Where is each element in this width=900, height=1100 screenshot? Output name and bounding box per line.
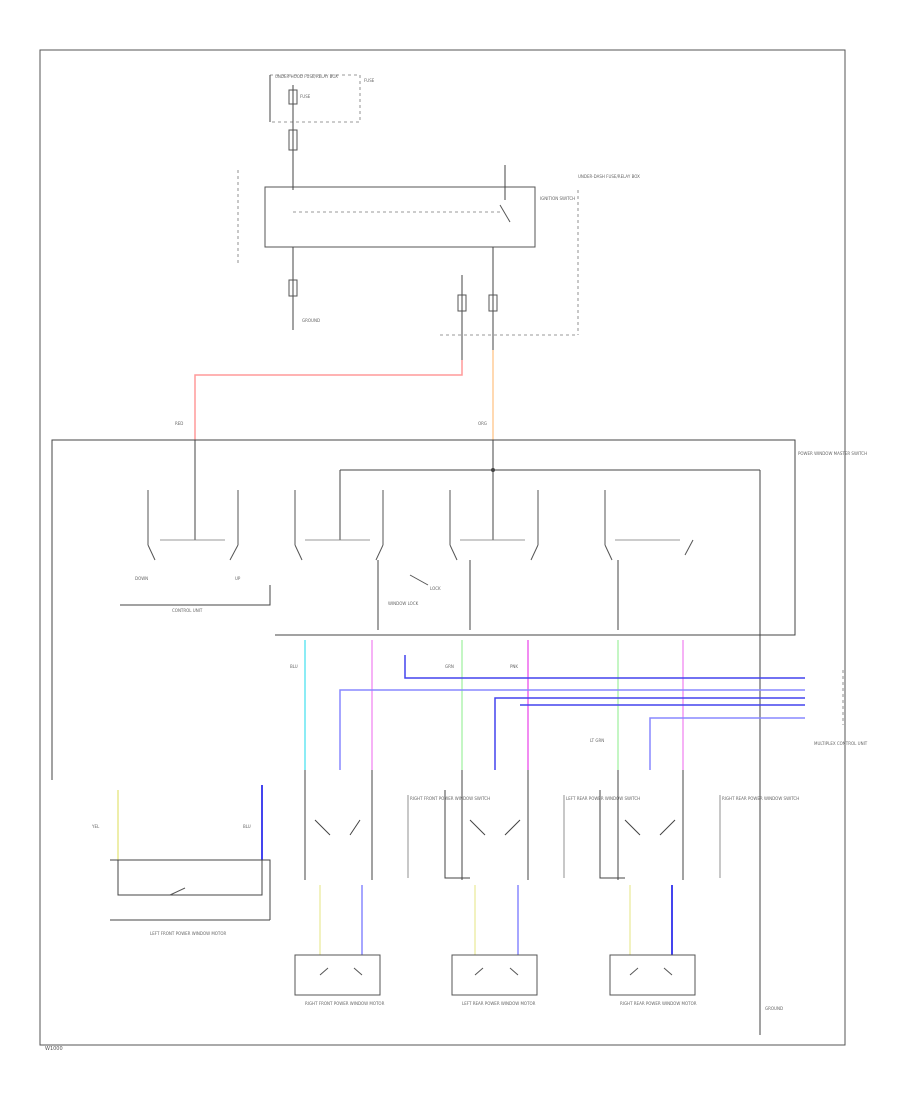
- right-rear-motor: RIGHT REAR POWER WINDOW MOTOR: [609, 885, 697, 1006]
- switch-group-rr: [604, 490, 694, 630]
- lock-label: LOCK: [430, 586, 441, 591]
- left-rear-motor: LEFT REAR POWER WINDOW MOTOR: [451, 885, 538, 1006]
- window-lock-label: WINDOW LOCK: [388, 601, 419, 606]
- orange-wire-label: ORG: [478, 421, 487, 426]
- ground-bottom-label: GROUND: [765, 1006, 783, 1011]
- master-switch-label: POWER WINDOW MASTER SWITCH: [798, 451, 867, 456]
- diagram-id: W1000: [45, 1046, 63, 1052]
- wire-label-ltgrn: LT GRN: [590, 738, 604, 743]
- power-window-master-switch: POWER WINDOW MASTER SWITCH: [51, 439, 867, 1000]
- right-rear-switch: RIGHT REAR POWER WINDOW SWITCH: [599, 770, 799, 880]
- relay-box-label: UNDER-DASH FUSE/RELAY BOX: [578, 174, 640, 179]
- blue-wire-3: [494, 697, 805, 770]
- right-rear-motor-label: RIGHT REAR POWER WINDOW MOTOR: [620, 1001, 697, 1006]
- ignition-switch-box: IGNITION SWITCH UNDER-DASH FUSE/RELAY BO…: [237, 160, 640, 336]
- ignition-switch-label: IGNITION SWITCH: [540, 196, 575, 201]
- ground-left: GROUND: [288, 247, 320, 330]
- switch-group-rf: WINDOW LOCK LOCK: [294, 490, 441, 630]
- left-front-motor-label: LEFT FRONT POWER WINDOW MOTOR: [150, 931, 227, 936]
- left-rear-switch: LEFT REAR POWER WINDOW SWITCH: [444, 770, 640, 880]
- right-front-switch: RIGHT FRONT POWER WINDOW SWITCH: [304, 770, 490, 880]
- blue-wire-4: [649, 717, 805, 770]
- down-label-1: DOWN: [135, 576, 148, 581]
- switch-group-driver: DOWN UP CONTROL UNIT: [120, 490, 271, 613]
- left-rear-motor-label: LEFT REAR POWER WINDOW MOTOR: [462, 1001, 536, 1006]
- right-front-motor: RIGHT FRONT POWER WINDOW MOTOR: [294, 885, 385, 1006]
- under-hood-fuse-box: UNDER-HOOD FUSE/RELAY BOX FUSE FUSE: [269, 74, 375, 160]
- control-unit-label: CONTROL UNIT: [172, 608, 203, 613]
- wire-label-blu-2: BLU: [243, 824, 251, 829]
- wire-label-blu: BLU: [290, 664, 298, 669]
- fuse-label: FUSE: [300, 94, 311, 99]
- switch-group-lr: [449, 490, 539, 630]
- multiplex-control-unit: MULTIPLEX CONTROL UNIT: [814, 670, 868, 746]
- red-wire: [194, 360, 463, 440]
- left-rear-switch-label: LEFT REAR POWER WINDOW SWITCH: [566, 796, 640, 801]
- diagram-frame: [39, 49, 846, 1046]
- red-wire-label: RED: [175, 421, 183, 426]
- up-label-1: UP: [235, 576, 241, 581]
- right-front-switch-label: RIGHT FRONT POWER WINDOW SWITCH: [410, 796, 490, 801]
- fuse-box-label: UNDER-HOOD FUSE/RELAY BOX: [275, 74, 338, 79]
- right-rear-switch-label: RIGHT REAR POWER WINDOW SWITCH: [722, 796, 799, 801]
- fuse-box-note: FUSE: [364, 78, 375, 83]
- wire-label-grn: GRN: [445, 664, 454, 669]
- multiplex-label: MULTIPLEX CONTROL UNIT: [814, 741, 868, 746]
- wire-label-pnk: PNK: [510, 664, 518, 669]
- fuse-feed: [457, 247, 498, 360]
- blue-wire-1: [404, 655, 805, 679]
- ground-label: GROUND: [302, 318, 320, 323]
- blue-wire-2: [339, 689, 805, 770]
- left-front-motor-box: YEL BLU LEFT FRONT POWER WINDOW MOTOR: [91, 785, 271, 936]
- wire-label-yel: YEL: [91, 824, 100, 829]
- ground-bottom: GROUND: [759, 1000, 783, 1035]
- right-front-motor-label: RIGHT FRONT POWER WINDOW MOTOR: [305, 1001, 385, 1006]
